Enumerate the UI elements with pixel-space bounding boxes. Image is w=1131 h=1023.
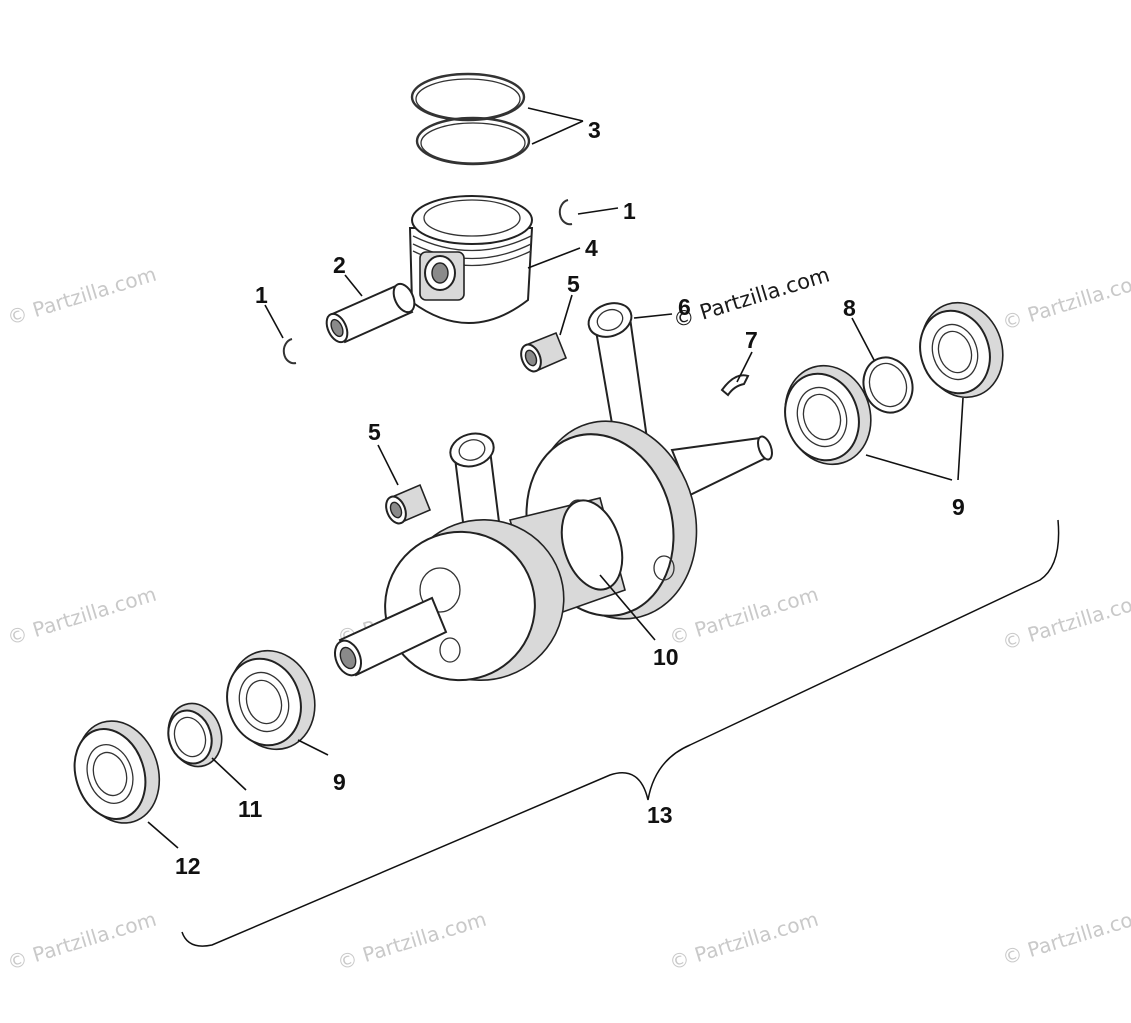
piston-pin[interactable] <box>323 281 419 346</box>
shim-ring[interactable] <box>856 350 920 419</box>
callout-3: 3 <box>588 117 601 143</box>
watermark-1: © Partzilla.com <box>4 262 159 330</box>
callout-5-upper: 5 <box>567 271 580 297</box>
watermark-7: © Partzilla.com <box>999 587 1131 655</box>
watermark-center: © Partzilla.com <box>670 262 832 332</box>
callout-13: 13 <box>647 802 673 828</box>
callout-5-lower: 5 <box>368 419 381 445</box>
callout-9-left: 9 <box>333 769 346 795</box>
watermark-6: © Partzilla.com <box>666 582 821 650</box>
leader-lines <box>147 107 964 849</box>
callout-11: 11 <box>238 796 263 822</box>
watermark-8: © Partzilla.com <box>4 907 159 975</box>
assembly-bracket <box>181 519 1060 947</box>
woodruff-key[interactable] <box>720 374 750 397</box>
main-bearing-right[interactable] <box>773 354 884 475</box>
callout-6: 6 <box>678 294 691 320</box>
piston[interactable] <box>408 195 534 324</box>
watermark-4: © Partzilla.com <box>4 582 159 650</box>
circlip-left[interactable] <box>282 338 297 365</box>
callout-2: 2 <box>333 252 346 278</box>
watermark-10: © Partzilla.com <box>666 907 821 975</box>
needle-bearing-upper[interactable] <box>517 331 568 374</box>
callout-labels: 3 1 4 2 1 5 6 7 8 9 5 10 9 11 13 12 <box>175 117 965 879</box>
oil-seal-left[interactable] <box>63 710 172 834</box>
callout-1-left: 1 <box>255 282 268 308</box>
callout-10: 10 <box>653 644 679 670</box>
circlip-right[interactable] <box>558 199 573 226</box>
callout-9-right: 9 <box>952 494 965 520</box>
crankshaft-assembly[interactable] <box>330 297 775 703</box>
main-bearing-left[interactable] <box>216 639 327 760</box>
watermark-11: © Partzilla.com <box>999 902 1131 970</box>
piston-rings[interactable] <box>410 72 531 166</box>
spacer-ring[interactable] <box>160 697 229 774</box>
oil-seal-right[interactable] <box>909 292 1015 408</box>
callout-8: 8 <box>843 295 856 321</box>
callout-7: 7 <box>745 327 758 353</box>
needle-bearing-lower[interactable] <box>382 483 432 526</box>
watermark-9: © Partzilla.com <box>334 907 489 975</box>
callout-1-right: 1 <box>623 198 636 224</box>
callout-4: 4 <box>585 235 598 261</box>
callout-12: 12 <box>175 853 201 879</box>
watermark-3: © Partzilla.com <box>999 267 1131 335</box>
